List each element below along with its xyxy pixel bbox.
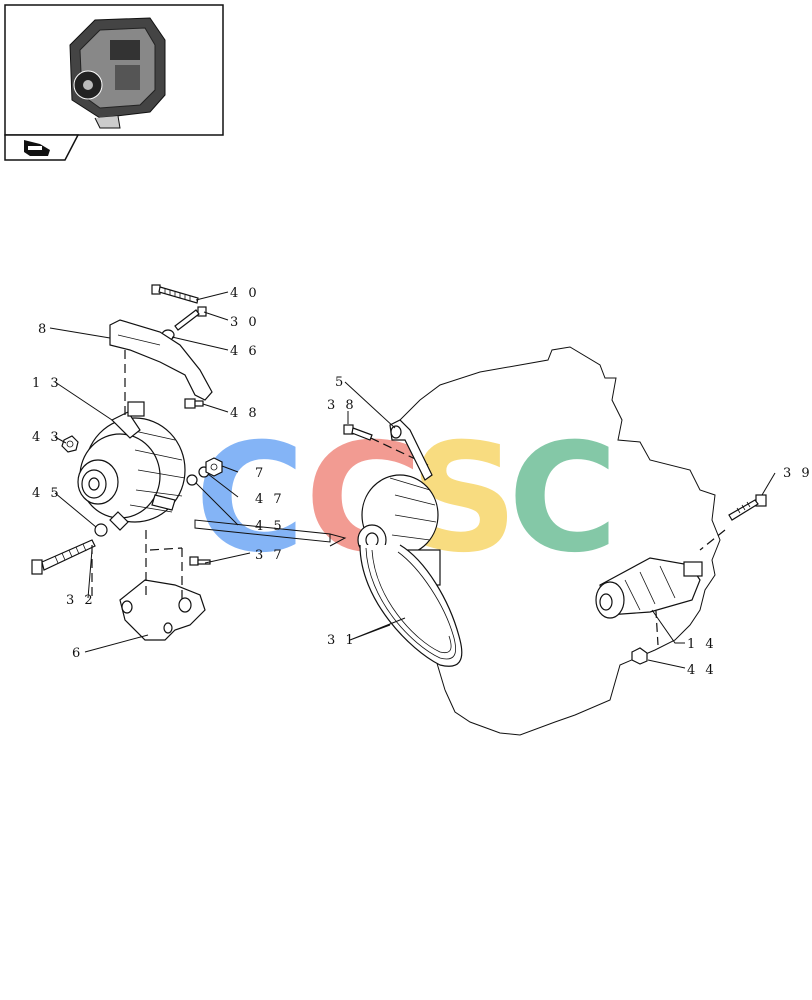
bolt-40[interactable] <box>151 284 199 304</box>
bolt-39[interactable] <box>728 494 767 521</box>
callout-40: 4 0 <box>230 286 260 301</box>
callout-31: 3 1 <box>327 633 357 648</box>
watermark-letter-4: C <box>508 412 618 586</box>
bolt-30[interactable] <box>174 306 207 331</box>
callout-39: 3 9 <box>783 466 812 481</box>
callout-8: 8 <box>38 322 49 337</box>
callout-45-left: 4 5 <box>32 486 62 501</box>
bolt-32[interactable] <box>31 539 96 575</box>
callout-7: 7 <box>255 466 266 481</box>
callout-48: 4 8 <box>230 406 260 421</box>
bracket-5[interactable] <box>389 419 433 481</box>
bracket-6[interactable] <box>119 579 206 641</box>
callout-38: 3 8 <box>327 398 357 413</box>
callout-46: 4 6 <box>230 344 260 359</box>
alternator-13[interactable] <box>77 401 186 531</box>
callout-43: 4 3 <box>32 430 62 445</box>
thumbnail-panel[interactable] <box>4 4 224 161</box>
engine-thumbnail-icon <box>69 17 166 129</box>
callout-14: 1 4 <box>687 637 717 652</box>
callout-44: 4 4 <box>687 663 717 678</box>
nut-7[interactable] <box>205 457 223 477</box>
bracket-8[interactable] <box>109 319 213 401</box>
nut-44[interactable] <box>631 647 648 665</box>
bolt-48[interactable] <box>184 398 204 409</box>
callout-6: 6 <box>72 646 83 661</box>
engine-block-outline <box>399 346 721 736</box>
bolt-38[interactable] <box>343 424 373 441</box>
hand-pointer-icon[interactable] <box>24 140 50 156</box>
starter-14[interactable] <box>595 557 703 619</box>
callout-32: 3 2 <box>66 593 96 608</box>
callout-47: 4 7 <box>255 492 285 507</box>
washer-45-left[interactable] <box>94 523 108 537</box>
callout-labels: 4 0 3 0 8 4 6 1 3 4 8 4 3 7 4 5 4 7 4 5 … <box>32 286 812 678</box>
leader-lines <box>49 291 776 669</box>
callout-37: 3 7 <box>255 548 285 563</box>
bracket-8-slot <box>117 334 161 346</box>
belt-direction-arrow <box>194 519 347 547</box>
belt-31[interactable] <box>359 544 463 667</box>
washer-45-right[interactable] <box>186 474 198 486</box>
callout-30: 3 0 <box>230 315 260 330</box>
callout-13: 1 3 <box>32 376 62 391</box>
nut-43[interactable] <box>61 435 79 453</box>
callout-5: 5 <box>335 375 346 390</box>
callout-45-right: 4 5 <box>255 519 285 534</box>
watermark-letter-1: C <box>195 412 305 586</box>
